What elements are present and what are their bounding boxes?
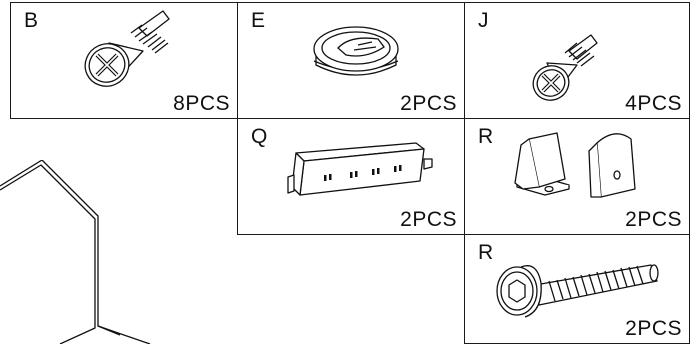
- part-quantity: 2PCS: [400, 208, 457, 231]
- part-letter: E: [251, 9, 266, 32]
- part-letter: R: [478, 241, 494, 264]
- part-quantity: 4PCS: [625, 92, 682, 115]
- part-quantity: 2PCS: [625, 317, 682, 340]
- part-letter: J: [478, 9, 489, 32]
- part-cell-r-bracket: R 2PCS: [464, 118, 690, 235]
- hex-socket-bolt-icon: [496, 264, 659, 318]
- part-cell-r-bolt: R 2PCS: [464, 234, 690, 344]
- part-letter: Q: [251, 125, 268, 148]
- part-cell-b: B 8PCS: [10, 2, 238, 119]
- tapping-screw-icon: [84, 10, 170, 87]
- part-quantity: 8PCS: [173, 92, 230, 115]
- tapping-screw-icon: [532, 34, 598, 101]
- part-quantity: 2PCS: [625, 208, 682, 231]
- part-cell-j: J 4PCS: [464, 2, 690, 119]
- power-strip-icon: [287, 142, 433, 196]
- part-cell-e: E 2PCS: [237, 2, 465, 119]
- part-quantity: 2PCS: [400, 92, 457, 115]
- part-cell-q: Q 2PCS: [237, 118, 465, 235]
- bracket-pair-icon: [514, 132, 636, 198]
- furniture-outline-illustration: [0, 160, 151, 344]
- part-letter: R: [478, 125, 494, 148]
- part-letter: B: [24, 9, 39, 32]
- grommet-cap-icon: [313, 26, 399, 76]
